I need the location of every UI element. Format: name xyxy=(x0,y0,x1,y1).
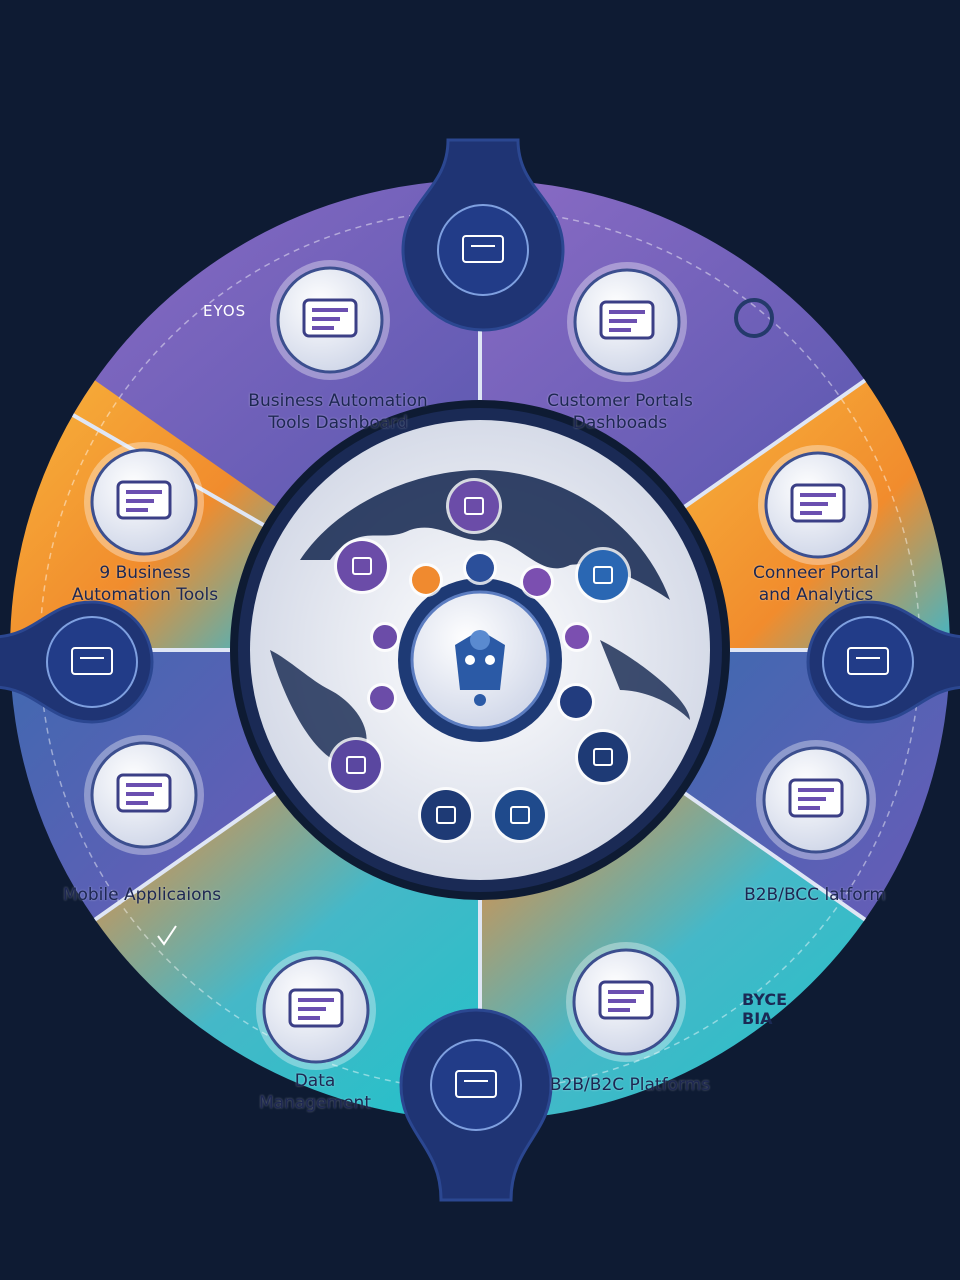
shield-icon xyxy=(575,729,631,785)
robot-icon xyxy=(455,630,505,706)
segment-divider xyxy=(93,791,277,922)
handshake-icon xyxy=(557,683,595,721)
segment-icon-circles xyxy=(84,260,878,1070)
decorative-ring-icon xyxy=(734,298,774,338)
analytics-icon xyxy=(758,445,878,565)
gear-icon xyxy=(562,622,592,652)
connector-badges xyxy=(0,138,960,1202)
checklist-icon xyxy=(84,442,204,562)
monitor-icon xyxy=(401,138,565,332)
world-map-shape xyxy=(270,650,367,764)
corner-label: EYOS xyxy=(203,302,247,320)
grid-icon xyxy=(367,683,397,713)
handshake-icon xyxy=(334,538,390,594)
meeting-icon xyxy=(270,260,390,380)
location-icon xyxy=(492,787,548,843)
segment-label-b2b-bcc: B2B/BCC latform xyxy=(744,885,886,905)
users-icon xyxy=(409,563,443,597)
pin-icon xyxy=(399,1008,553,1202)
building-icon xyxy=(520,565,554,599)
location-icon xyxy=(575,547,631,603)
shield-icon xyxy=(463,551,497,585)
world-map-shape xyxy=(300,470,670,600)
hub-mini-icons xyxy=(328,478,631,843)
segment-label-b2b-b2c-platforms: B2B/B2C Platforms xyxy=(549,1075,711,1095)
building-icon xyxy=(418,787,474,843)
users-icon xyxy=(328,737,384,793)
laptop-icon xyxy=(0,600,154,724)
network-icon xyxy=(370,622,400,652)
data-icon xyxy=(256,950,376,1070)
wheel-segment-bottom-left xyxy=(94,793,481,1120)
people-icon xyxy=(566,942,686,1062)
segment-divider xyxy=(683,791,867,922)
segment-label-mobile-applications: Mobile Applicaions xyxy=(62,885,222,905)
grid-icon xyxy=(446,478,502,534)
team-icon xyxy=(756,740,876,860)
tablet-icon xyxy=(806,600,960,724)
world-map-shape xyxy=(600,640,690,720)
segment-divider xyxy=(683,378,867,509)
wheel-segment-bottom-right xyxy=(480,793,866,1120)
check-icon xyxy=(157,925,177,946)
book-icon xyxy=(567,262,687,382)
mobile-icon xyxy=(84,735,204,855)
